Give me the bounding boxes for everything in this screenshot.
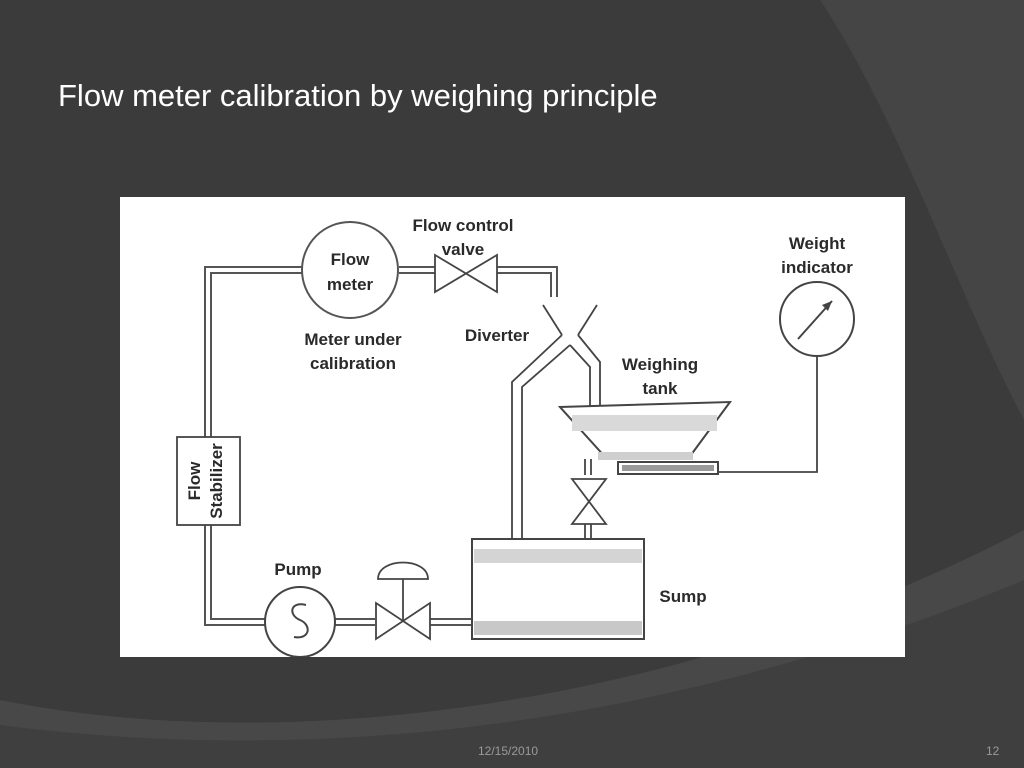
weighing-tank-label-2: tank — [643, 379, 679, 398]
flow-stabilizer-label-2: Stabilizer — [207, 443, 226, 519]
meter-under-label-2: calibration — [310, 354, 396, 373]
flow-control-label-2: valve — [442, 240, 485, 259]
flow-control-label-1: Flow control — [412, 216, 513, 235]
weight-indicator — [718, 281, 855, 473]
weight-indicator-label-2: indicator — [781, 258, 853, 277]
pump-label: Pump — [274, 560, 321, 579]
flow-control-valve — [434, 253, 498, 294]
pump-control-valve — [375, 561, 431, 641]
pump — [264, 586, 336, 657]
footer-date: 12/15/2010 — [478, 744, 539, 758]
weighing-tank-label-1: Weighing — [622, 355, 698, 374]
flow-stabilizer — [176, 436, 241, 526]
meter-under-label-1: Meter under — [304, 330, 402, 349]
flow-meter-label-1: Flow — [331, 250, 370, 269]
sump — [471, 538, 645, 640]
diverter — [511, 304, 601, 540]
sump-label: Sump — [659, 587, 706, 606]
flow-meter — [301, 221, 399, 319]
diverter-label: Diverter — [465, 326, 530, 345]
weight-indicator-label-1: Weight — [789, 234, 846, 253]
tank-drain-valve — [570, 459, 608, 540]
diagram-panel: Flow meter Meter under calibration Flow … — [120, 197, 905, 657]
pipe-loop — [204, 266, 558, 626]
flow-calibration-diagram: Flow meter Meter under calibration Flow … — [176, 216, 855, 657]
weighing-tank — [557, 400, 733, 475]
footer-page-number: 12 — [986, 744, 1000, 758]
flow-stabilizer-label-1: Flow — [185, 461, 204, 500]
slide-title: Flow meter calibration by weighing princ… — [58, 78, 658, 113]
flow-meter-label-2: meter — [327, 275, 374, 294]
